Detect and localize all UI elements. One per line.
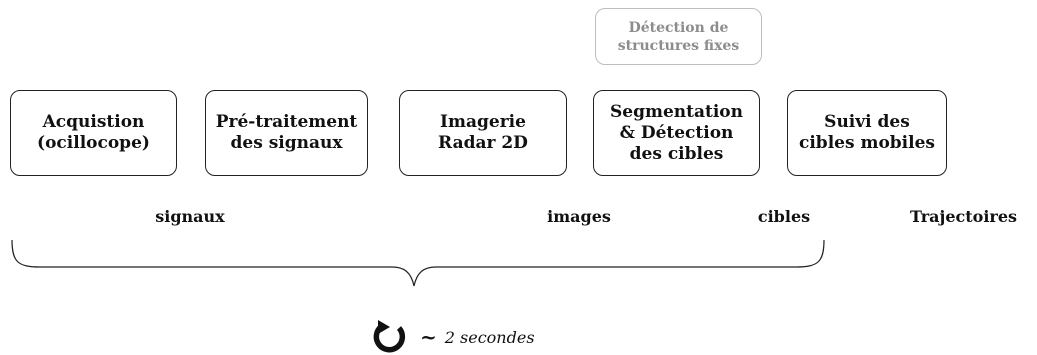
label-images: images [547, 207, 611, 226]
imagerie-box: Imagerie Radar 2D [399, 90, 567, 176]
cycle-indicator: ~ 2 secondes [372, 319, 535, 355]
cycle-duration: 2 secondes [444, 327, 535, 347]
acquisition-box: Acquistion (ocillocope) [10, 90, 177, 176]
label-signaux: signaux [155, 207, 225, 226]
label-trajectoires: Trajectoires [910, 207, 1018, 226]
pretraitement-box: Pré-traitement des signaux [205, 90, 368, 176]
suivi-box: Suivi des cibles mobiles [787, 90, 947, 176]
segmentation-box: Segmentation & Détection des cibles [593, 90, 760, 176]
loop-arrow-icon [373, 320, 406, 353]
label-cibles: cibles [757, 207, 811, 226]
approx-symbol: ~ [420, 325, 437, 349]
structures-fixes-box: Détection de structures fixes [595, 8, 762, 65]
